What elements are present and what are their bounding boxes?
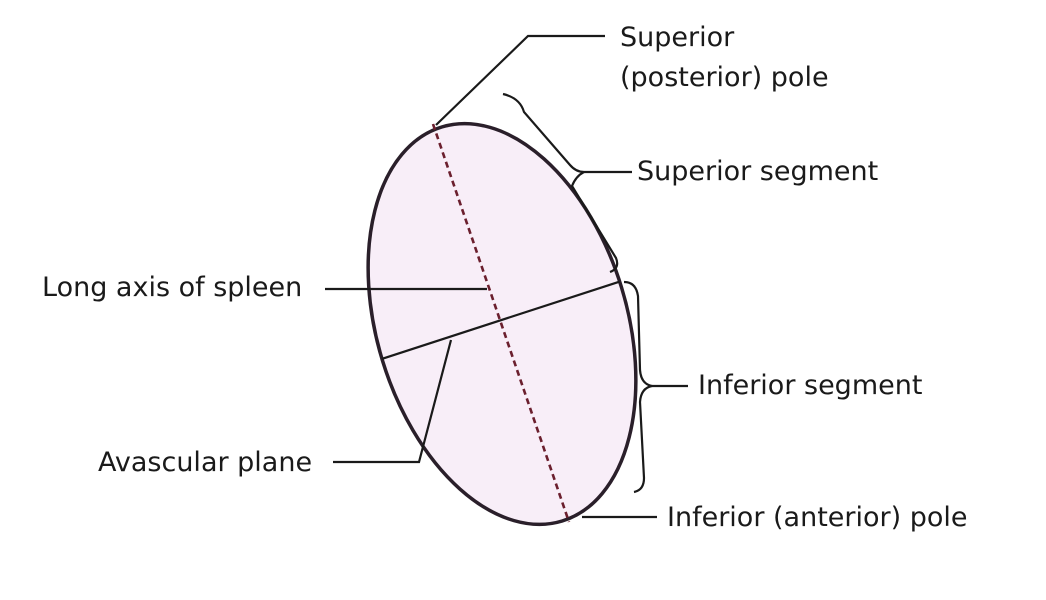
superior-pole-label-line1: Superior xyxy=(620,22,735,53)
avascular-plane-line xyxy=(359,273,641,368)
avascular-plane-leader xyxy=(333,339,453,464)
inferior-pole-label: Inferior (anterior) pole xyxy=(667,502,968,533)
inferior-segment-label: Inferior segment xyxy=(698,370,922,401)
avascular-plane-label: Avascular plane xyxy=(98,447,312,478)
superior-pole-leader xyxy=(435,34,605,126)
superior-segment-label: Superior segment xyxy=(637,156,878,187)
long-axis-label: Long axis of spleen xyxy=(42,272,302,303)
superior-pole-label-line2: (posterior) pole xyxy=(620,62,829,93)
long-axis-line xyxy=(431,123,571,523)
